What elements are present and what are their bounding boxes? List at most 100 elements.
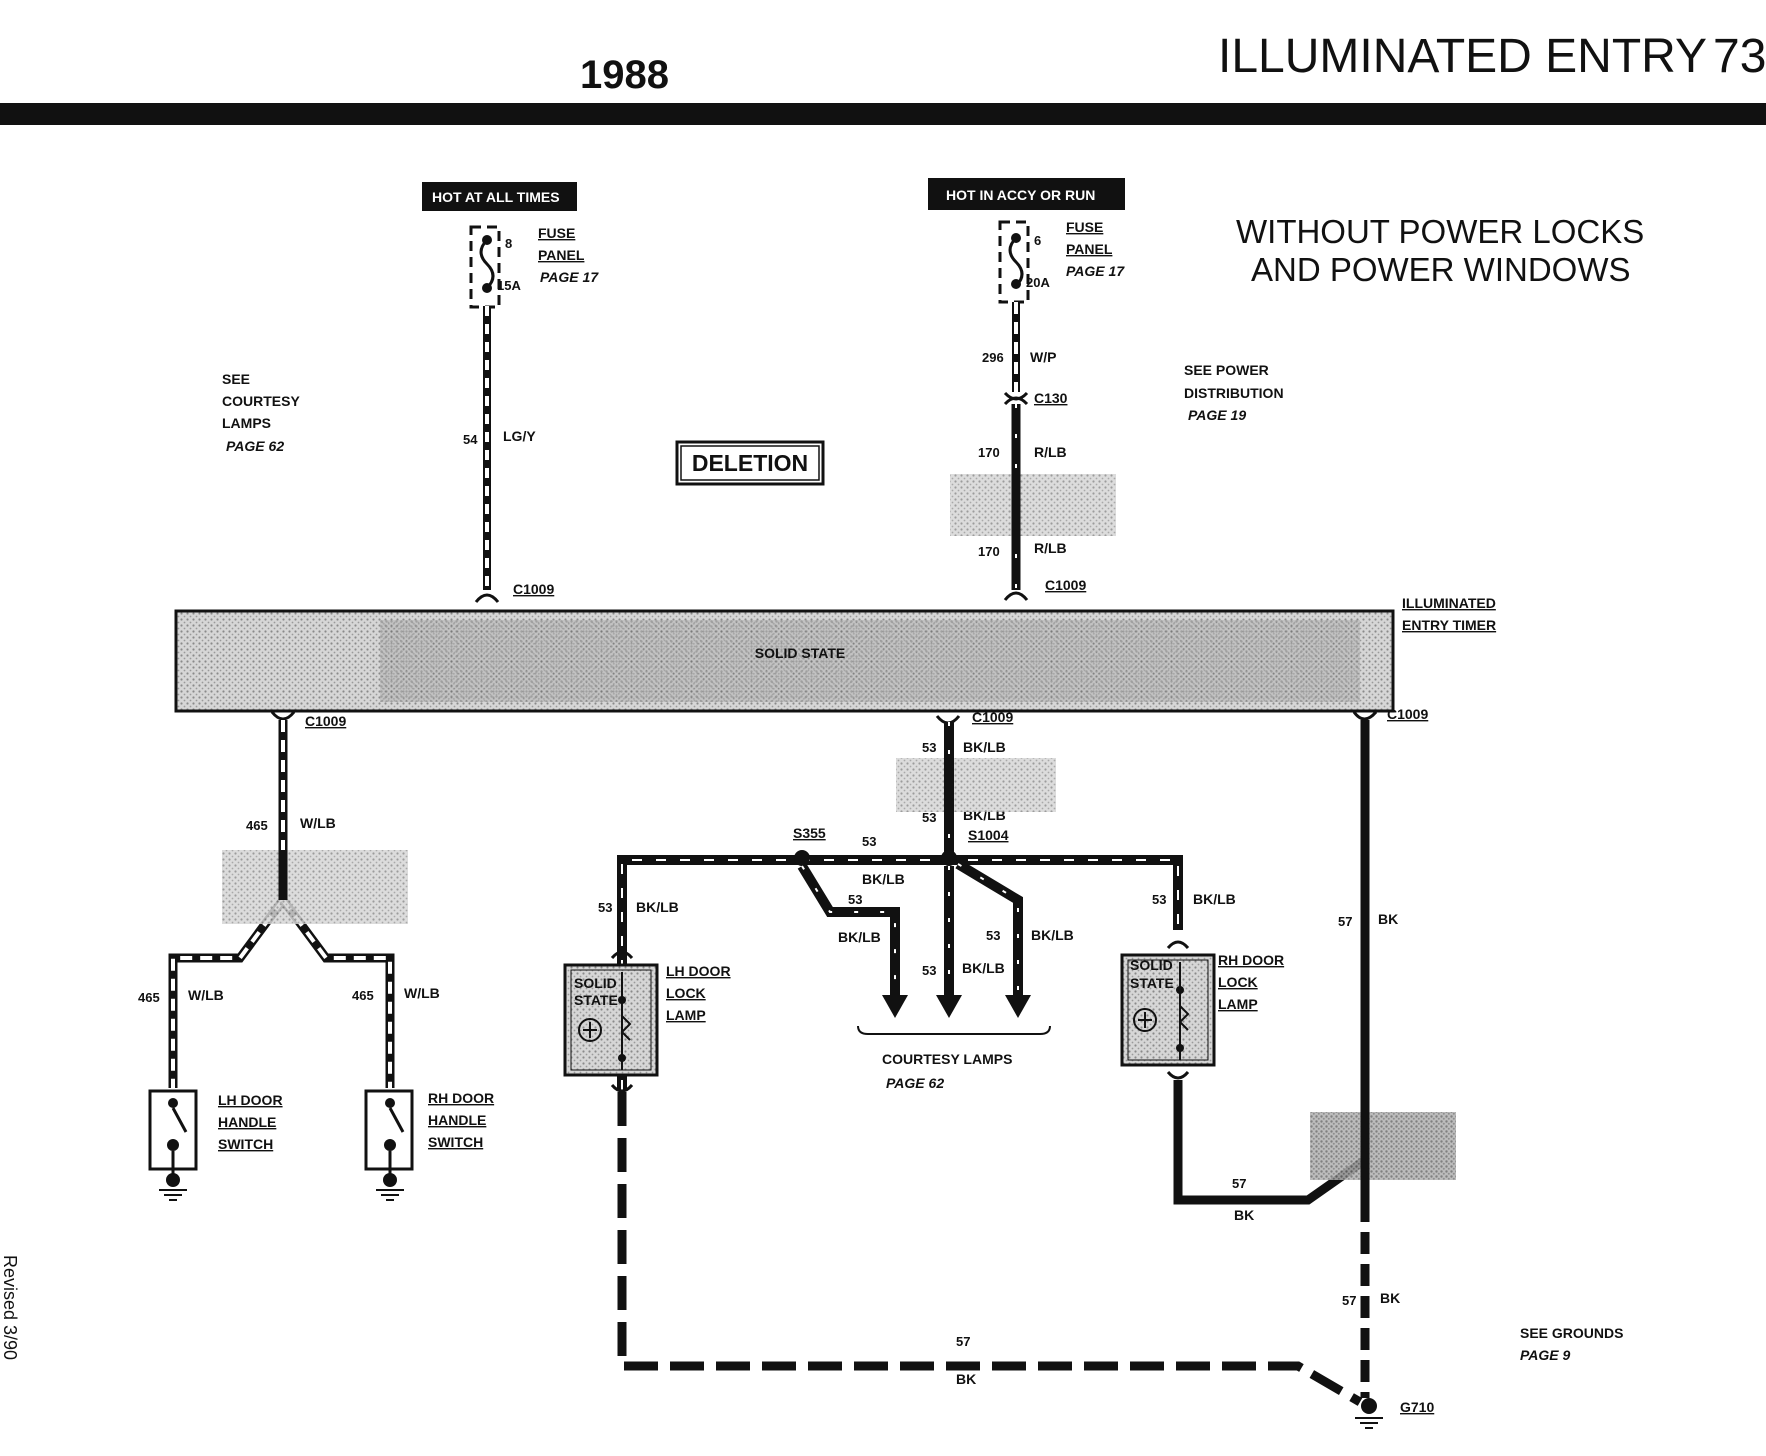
smudge-top xyxy=(950,474,1116,536)
hot-in-accy-or-run-box: HOT IN ACCY OR RUN xyxy=(928,178,1125,210)
svg-text:R/LB: R/LB xyxy=(1034,444,1067,460)
svg-text:SWITCH: SWITCH xyxy=(428,1134,483,1150)
svg-text:G710: G710 xyxy=(1400,1399,1434,1415)
hot-at-all-times-box: HOT AT ALL TIMES xyxy=(422,182,577,211)
svg-text:SEE GROUNDS: SEE GROUNDS xyxy=(1520,1325,1623,1341)
page-title: ILLUMINATED ENTRY xyxy=(1218,30,1707,83)
svg-text:54: 54 xyxy=(463,432,478,447)
subtitle-line-1: WITHOUT POWER LOCKS xyxy=(1236,213,1644,250)
subtitle-line-2: AND POWER WINDOWS xyxy=(1251,251,1630,288)
svg-text:SOLID: SOLID xyxy=(574,975,617,991)
svg-text:RH DOOR: RH DOOR xyxy=(428,1090,494,1106)
svg-text:C1009: C1009 xyxy=(972,709,1013,725)
svg-text:W/LB: W/LB xyxy=(188,987,224,1003)
svg-text:170: 170 xyxy=(978,445,1000,460)
svg-text:PAGE 19: PAGE 19 xyxy=(1188,407,1246,423)
svg-text:S1004: S1004 xyxy=(968,827,1009,843)
svg-text:BK/LB: BK/LB xyxy=(838,929,881,945)
svg-text:W/LB: W/LB xyxy=(300,815,336,831)
rh-door-handle-switch: RH DOOR HANDLE SWITCH xyxy=(364,1089,494,1201)
svg-text:FUSE: FUSE xyxy=(1066,219,1103,235)
revised-note: Revised 3/90 xyxy=(0,1255,20,1360)
svg-text:57: 57 xyxy=(1338,914,1352,929)
svg-text:C1009: C1009 xyxy=(1387,706,1428,722)
wire-57: C1009 57 BK 57 BK 57 BK 57 BK G710 xyxy=(617,706,1434,1429)
svg-text:53: 53 xyxy=(598,900,612,915)
see-courtesy-lamps-ref: SEE COURTESY LAMPS PAGE 62 xyxy=(222,371,300,454)
svg-text:W/LB: W/LB xyxy=(404,985,440,1001)
see-power-distribution-ref: SEE POWER DISTRIBUTION PAGE 19 xyxy=(1184,362,1284,423)
svg-text:C130: C130 xyxy=(1034,390,1068,406)
svg-text:LH DOOR: LH DOOR xyxy=(218,1092,283,1108)
svg-text:53: 53 xyxy=(922,810,936,825)
svg-text:DELETION: DELETION xyxy=(692,450,808,476)
svg-text:HANDLE: HANDLE xyxy=(428,1112,486,1128)
svg-text:DISTRIBUTION: DISTRIBUTION xyxy=(1184,385,1284,401)
svg-text:53: 53 xyxy=(922,740,936,755)
svg-text:LAMP: LAMP xyxy=(666,1007,706,1023)
svg-text:BK: BK xyxy=(956,1371,976,1387)
svg-text:BK/LB: BK/LB xyxy=(1193,891,1236,907)
deletion-box: DELETION xyxy=(675,440,825,486)
svg-text:LAMPS: LAMPS xyxy=(222,415,271,431)
svg-text:PANEL: PANEL xyxy=(1066,241,1113,257)
svg-text:HANDLE: HANDLE xyxy=(218,1114,276,1130)
svg-text:C1009: C1009 xyxy=(305,713,346,729)
svg-text:BK/LB: BK/LB xyxy=(962,960,1005,976)
svg-text:PAGE 17: PAGE 17 xyxy=(540,269,599,285)
svg-text:53: 53 xyxy=(986,928,1000,943)
svg-text:PAGE 9: PAGE 9 xyxy=(1520,1347,1571,1363)
smudge-57 xyxy=(1310,1112,1456,1180)
wire-54: 54 LG/Y C1009 xyxy=(463,306,554,603)
svg-text:BK: BK xyxy=(1380,1290,1400,1306)
smudge-53 xyxy=(896,758,1056,812)
svg-text:PANEL: PANEL xyxy=(538,247,585,263)
svg-text:BK/LB: BK/LB xyxy=(963,739,1006,755)
svg-text:57: 57 xyxy=(956,1334,970,1349)
svg-text:296: 296 xyxy=(982,350,1004,365)
page-number: 73 xyxy=(1713,30,1766,83)
lh-door-handle-switch: LH DOOR HANDLE SWITCH xyxy=(148,1089,283,1201)
svg-text:RH DOOR: RH DOOR xyxy=(1218,952,1284,968)
svg-text:HOT AT ALL TIMES: HOT AT ALL TIMES xyxy=(432,189,560,205)
svg-text:FUSE: FUSE xyxy=(538,225,575,241)
svg-text:53: 53 xyxy=(1152,892,1166,907)
svg-text:COURTESY: COURTESY xyxy=(222,393,300,409)
svg-text:15A: 15A xyxy=(497,278,521,293)
svg-text:BK: BK xyxy=(1378,911,1398,927)
svg-text:LH DOOR: LH DOOR xyxy=(666,963,731,979)
lh-door-lock-lamp: SOLID STATE LH DOOR LOCK LAMP xyxy=(563,950,731,1093)
splice-s1004 xyxy=(941,850,957,866)
svg-text:LAMP: LAMP xyxy=(1218,996,1258,1012)
fuse-right: 6 20A FUSE PANEL PAGE 17 xyxy=(998,219,1125,304)
svg-text:ENTRY TIMER: ENTRY TIMER xyxy=(1402,617,1496,633)
svg-text:SEE: SEE xyxy=(222,371,250,387)
svg-text:SOLID STATE: SOLID STATE xyxy=(755,645,845,661)
svg-text:BK: BK xyxy=(1234,1207,1254,1223)
see-grounds-ref: SEE GROUNDS PAGE 9 xyxy=(1520,1325,1623,1363)
svg-text:LG/Y: LG/Y xyxy=(503,428,536,444)
svg-text:STATE: STATE xyxy=(1130,975,1174,991)
svg-text:LOCK: LOCK xyxy=(1218,974,1258,990)
svg-text:COURTESY LAMPS: COURTESY LAMPS xyxy=(882,1051,1012,1067)
rh-door-lock-lamp: SOLID STATE RH DOOR LOCK LAMP xyxy=(1120,940,1284,1080)
svg-text:170: 170 xyxy=(978,544,1000,559)
svg-text:SEE POWER: SEE POWER xyxy=(1184,362,1269,378)
svg-text:SOLID: SOLID xyxy=(1130,957,1173,973)
fuse-left: 8 15A FUSE PANEL PAGE 17 xyxy=(469,225,599,309)
splice-s355 xyxy=(794,850,810,866)
year-label: 1988 xyxy=(580,53,669,97)
svg-text:C1009: C1009 xyxy=(1045,577,1086,593)
svg-text:465: 465 xyxy=(138,990,160,1005)
svg-text:BK/LB: BK/LB xyxy=(1031,927,1074,943)
svg-text:53: 53 xyxy=(862,834,876,849)
svg-text:STATE: STATE xyxy=(574,992,618,1008)
svg-text:53: 53 xyxy=(848,892,862,907)
svg-text:S355: S355 xyxy=(793,825,826,841)
svg-text:HOT IN ACCY OR RUN: HOT IN ACCY OR RUN xyxy=(946,187,1095,203)
svg-text:PAGE 62: PAGE 62 xyxy=(886,1075,944,1091)
svg-text:53: 53 xyxy=(922,963,936,978)
svg-text:SWITCH: SWITCH xyxy=(218,1136,273,1152)
svg-text:LOCK: LOCK xyxy=(666,985,706,1001)
